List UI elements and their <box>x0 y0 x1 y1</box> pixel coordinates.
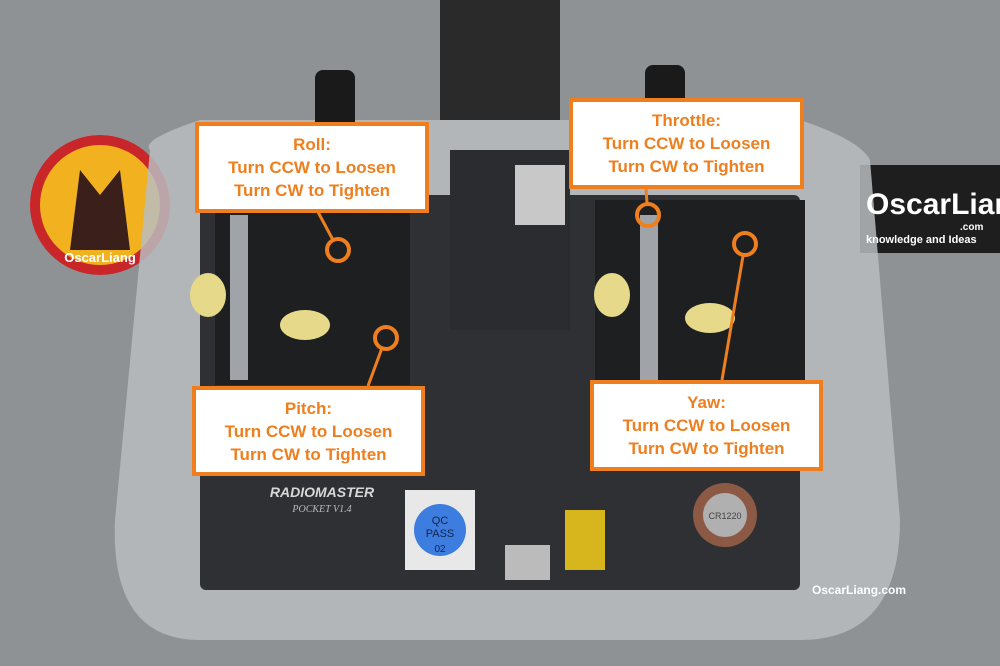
roll-screw-circle <box>325 237 351 263</box>
roll-line1: Turn CCW to Loosen <box>228 158 396 177</box>
qc-pass-sticker <box>414 504 466 556</box>
banner-title: OscarLiang <box>866 188 1000 221</box>
roll-callout: Roll: Turn CCW to Loosen Turn CW to Tigh… <box>195 122 429 213</box>
screw-highlights <box>325 202 758 351</box>
svg-text:CR1220: CR1220 <box>708 511 741 521</box>
roll-line2: Turn CW to Tighten <box>233 181 391 200</box>
yaw-line2: Turn CW to Tighten <box>628 439 785 458</box>
throttle-line2: Turn CW to Tighten <box>608 157 765 176</box>
left-shoulder-switch <box>315 70 355 130</box>
pitch-screw-circle <box>373 325 399 351</box>
roll-title: Roll: <box>293 135 331 154</box>
svg-text:OscarLiang: OscarLiang <box>64 250 136 265</box>
pitch-line1: Turn CCW to Loosen <box>224 421 393 441</box>
banner-sub: .com <box>960 222 984 233</box>
throttle-title: Throttle: <box>652 111 721 130</box>
right-gimbal <box>595 200 805 380</box>
yaw-screw-circle <box>732 231 758 257</box>
yaw-callout: Yaw: Turn CCW to Loosen Turn CW to Tight… <box>590 380 823 471</box>
pitch-title: Pitch: <box>284 398 333 418</box>
throttle-screw-circle <box>635 202 661 228</box>
svg-text:02: 02 <box>434 544 446 555</box>
pitch-line2: Turn CW to Tighten <box>230 444 387 464</box>
svg-text:QC: QC <box>432 515 449 527</box>
usb-c-port <box>505 545 550 580</box>
svg-text:POCKET V1.4: POCKET V1.4 <box>291 504 351 515</box>
oscarliang-logo-sticker: OscarLiang <box>30 135 170 275</box>
oscarliang-banner <box>860 165 1000 253</box>
throttle-line1: Turn CCW to Loosen <box>602 134 771 153</box>
svg-text:RADIOMASTER: RADIOMASTER <box>270 484 375 500</box>
corner-watermark: OscarLiang.com <box>812 583 907 597</box>
leader-lines <box>316 188 745 387</box>
yaw-title: Yaw: <box>687 393 726 412</box>
antenna-hinge <box>440 0 560 120</box>
svg-text:PASS: PASS <box>426 528 455 540</box>
banner-tagline: knowledge and Ideas <box>866 234 977 246</box>
throttle-callout: Throttle: Turn CCW to Loosen Turn CW to … <box>569 98 804 189</box>
pitch-callout: Pitch: Turn CCW to Loosen Turn CW to Tig… <box>192 386 425 476</box>
yaw-line1: Turn CCW to Loosen <box>622 416 791 435</box>
switch-pads <box>565 510 605 570</box>
